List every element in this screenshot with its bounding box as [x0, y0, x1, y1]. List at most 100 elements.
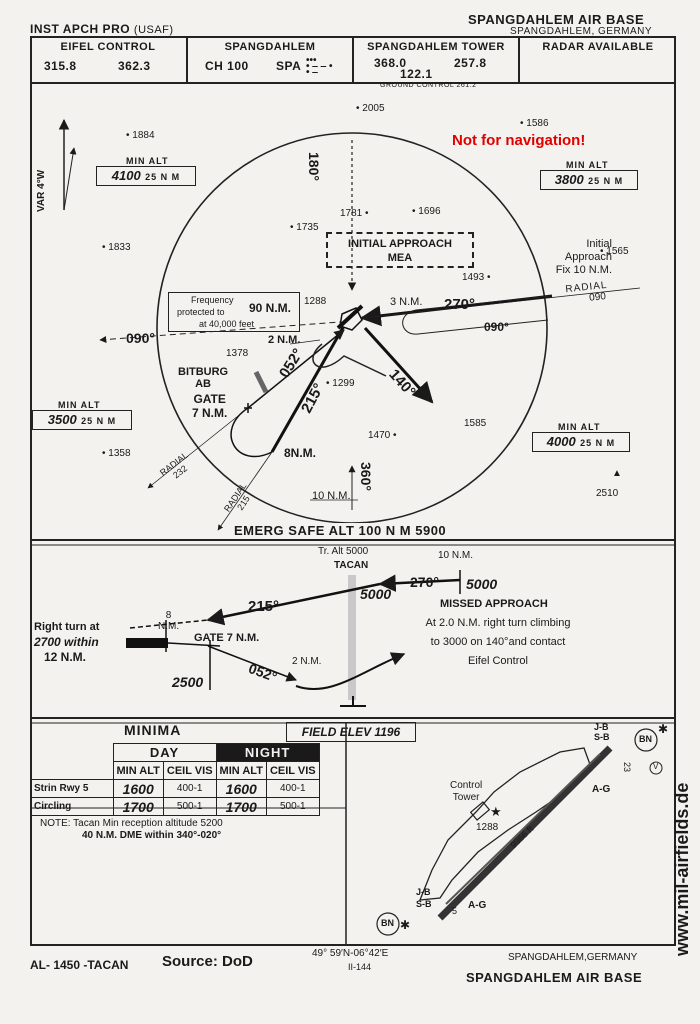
tower-title: SPANGDAHLEM TOWER [367, 41, 505, 53]
day-header: DAY [112, 743, 217, 762]
eifel-freq-2: 362.3 [118, 59, 151, 73]
label-090-east: 090° [484, 320, 509, 334]
spang-title: SPANGDAHLEM [224, 41, 316, 53]
profile-8nm: 8 N.M. [158, 610, 180, 632]
ag-bottom-label: A-G [468, 900, 487, 911]
tower-building-icon [469, 801, 491, 821]
procedure-name: INST APCH PRO [30, 22, 131, 36]
profile-ground-line [167, 642, 221, 647]
arc-2nm [312, 343, 387, 377]
tacan-column [348, 575, 356, 700]
min-alt-se-value: 4000 [546, 434, 576, 449]
frequency-protected-box: Frequency protected to at 40,000 feet 90… [168, 292, 300, 332]
initial-approach-fix: Initial Approach Fix 10 N.M. [555, 238, 612, 276]
field-elevation-box: FIELD ELEV 1196 [286, 722, 416, 742]
day-min-alt-header: MIN ALT [112, 761, 164, 780]
spang-channel: CH 100 [205, 59, 249, 73]
bn-top-label: BN [639, 734, 652, 744]
holding-pattern [402, 295, 551, 335]
profile-270: 270° [410, 574, 439, 590]
label-270: 270° [444, 296, 476, 313]
eifel-title: EIFEL CONTROL [60, 41, 156, 53]
eifel-freq-1: 315.8 [44, 59, 77, 73]
minima-title: MINIMA [124, 722, 182, 738]
elev-1288: 1288 [304, 296, 327, 307]
profile-10nm: 10 N.M. [438, 550, 474, 561]
control-tower-label: Control Tower [450, 780, 483, 803]
label-2nm: 2 N.M. [268, 334, 301, 346]
tower-freq-1: 368.0 [374, 56, 407, 70]
site-watermark: www.mil-airfields.de [672, 782, 692, 956]
teardrop-turn [230, 407, 273, 458]
day-ceil-vis-header: CEIL VIS [162, 761, 217, 780]
elev-2510: 2510 [596, 488, 619, 499]
bn-top-icon [634, 728, 658, 752]
bitburg-runway-icon [253, 370, 269, 394]
profile-2500: 2500 [172, 674, 204, 690]
radial-215-line [217, 451, 273, 531]
profile-2nm: 2 N.M. [292, 656, 322, 667]
jb-sb-bottom: J-B S-B [416, 887, 432, 909]
elev-1378: 1378 [226, 348, 249, 359]
obstacle-icon: ▲ [612, 468, 622, 479]
track-052 [247, 329, 345, 409]
elev-1696: • 1696 [412, 206, 441, 217]
airport-elev-1288: 1288 [476, 822, 499, 833]
radial-232-line [147, 407, 249, 489]
label-180: 180° [306, 152, 322, 181]
elev-1735: • 1735 [290, 222, 319, 233]
spang-ident: SPA [276, 59, 302, 73]
comms-bottom-rule [30, 82, 676, 84]
elev-2005: • 2005 [356, 103, 385, 114]
procedure-suffix: (USAF) [133, 24, 174, 36]
gate-label: GATE 7 N.M. [192, 392, 228, 420]
tick-2nm [289, 339, 321, 345]
label-8nm: 8N.M. [284, 446, 317, 460]
base-title-bottom: SPANGDAHLEM AIR BASE [466, 970, 643, 985]
radial-090-label: RADIAL 090 [564, 279, 609, 304]
bn-bottom-label: BN [381, 918, 394, 928]
coordinates: 49° 59′N-06°42′E [312, 948, 389, 959]
v-label: V [653, 762, 659, 771]
elev-1565: • 1565 [600, 246, 629, 257]
main-runway [437, 745, 613, 921]
minima-table: DAY NIGHT MIN ALT CEIL VIS MIN ALT CEIL … [30, 743, 320, 816]
ground-control: GROUND CONTROL 261.2 [380, 82, 477, 89]
profile-215-line [206, 582, 381, 626]
elev-1299: • 1299 [326, 378, 355, 389]
emergency-safe-altitude: EMERG SAFE ALT 100 N M 5900 [232, 523, 449, 538]
profile-5000-right: 5000 [466, 576, 498, 592]
bn-bottom-icon [376, 912, 400, 936]
label-090-west: 090° [126, 330, 155, 346]
radar-available: RADAR AVAILABLE [542, 41, 654, 53]
missed-approach-text: At 2.0 N.M. right turn climbing to 3000 … [425, 617, 571, 667]
label-3nm: 3 N.M. [390, 296, 423, 308]
profile-5000-mid: 5000 [360, 586, 392, 602]
elev-1585: 1585 [464, 418, 487, 429]
var-arrow [63, 147, 77, 211]
comms-divider-1 [186, 36, 188, 83]
night-min-alt-header: MIN ALT [215, 761, 267, 780]
track-215 [270, 323, 347, 453]
initial-approach-mea-box: INITIAL APPROACH MEA [326, 232, 474, 268]
tacan-note: NOTE: Tacan Min reception altitude 5200 … [40, 818, 223, 841]
track-140 [363, 326, 434, 404]
profile-final-descent [295, 652, 406, 691]
chart-id: AL- 1450 -TACAN [30, 958, 129, 972]
elev-1493: 1493 • [462, 272, 491, 283]
v-icon [649, 761, 663, 775]
table-row: Strin Rwy 5 1600 400-1 1600 400-1 [30, 779, 320, 798]
profile-270-line [378, 574, 461, 592]
elev-1358: • 1358 [102, 448, 131, 459]
elev-1781: 1781 • [340, 208, 369, 219]
missed-approach-title: MISSED APPROACH [440, 598, 548, 610]
min-alt-nw: MIN ALT 4100 25 N M [96, 156, 196, 186]
min-alt-se: MIN ALT 4000 25 N M [532, 422, 630, 452]
page-number: II-144 [348, 962, 372, 972]
parallel-taxiway [445, 753, 601, 905]
country-top: SPANGDAHLEM, GERMANY [510, 26, 653, 37]
elev-1884: • 1884 [126, 130, 155, 141]
source-label: Source: DoD [162, 953, 253, 970]
variation-label: VAR 4°W [36, 169, 47, 212]
base-title-top: SPANGDAHLEM AIR BASE [468, 12, 645, 27]
